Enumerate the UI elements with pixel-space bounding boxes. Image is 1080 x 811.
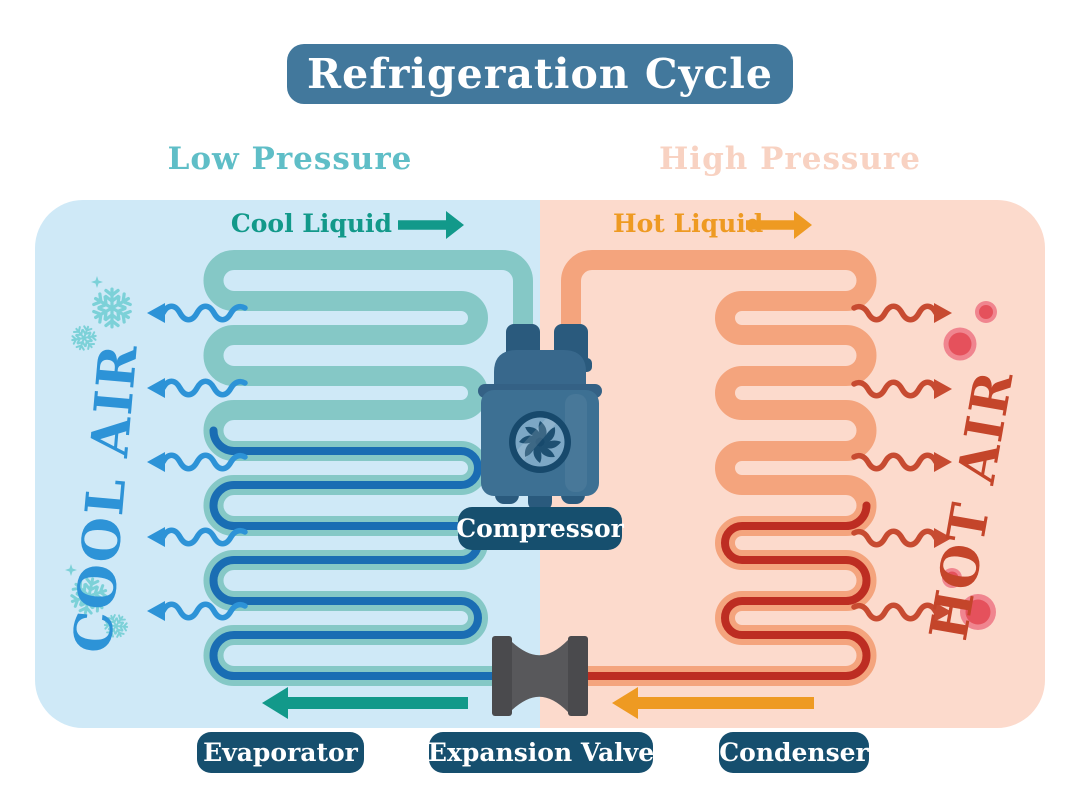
compressor-fan-icon — [509, 411, 571, 473]
condenser-flow-arrow-icon — [612, 687, 814, 719]
evaporator-flow-arrow-icon — [262, 687, 468, 719]
condenser-coil — [561, 250, 877, 686]
hot-air-wave-arrow-icon — [854, 303, 952, 323]
low-pressure-header: Low Pressure — [167, 141, 413, 177]
heat-bubble-icon — [943, 327, 977, 361]
heat-bubble-icon — [942, 568, 962, 588]
condenser-label: Condenser — [719, 732, 869, 773]
hot-air-wave-arrow-icon — [854, 379, 952, 399]
expansion-valve-label: Expansion Valve — [428, 732, 654, 773]
sparkle-icon — [91, 276, 103, 288]
cool-liquid-arrow-icon — [398, 211, 464, 239]
cool-liquid-label: Cool Liquid — [230, 209, 392, 238]
condenser-refrigerant-line — [572, 501, 871, 680]
heat-bubble-icon — [975, 301, 997, 323]
hot-liquid-arrow-icon — [746, 211, 812, 239]
evaporator-refrigerant-line — [209, 426, 512, 680]
evaporator-label: Evaporator — [197, 732, 364, 773]
evaporator-coil — [203, 250, 533, 686]
compressor-illustration — [478, 324, 602, 511]
heat-bubble-icon — [960, 594, 996, 630]
hot-liquid-label: Hot Liquid — [613, 209, 764, 238]
page-title: Refrigeration Cycle — [287, 44, 793, 104]
high-pressure-header: High Pressure — [659, 141, 921, 177]
hot-air-wave-arrow-icon — [854, 452, 952, 472]
snowflake-icon — [93, 289, 132, 327]
heat-bubbles — [942, 301, 997, 630]
expansion-valve-shape — [492, 636, 588, 716]
compressor-label: Compressor — [456, 507, 624, 550]
